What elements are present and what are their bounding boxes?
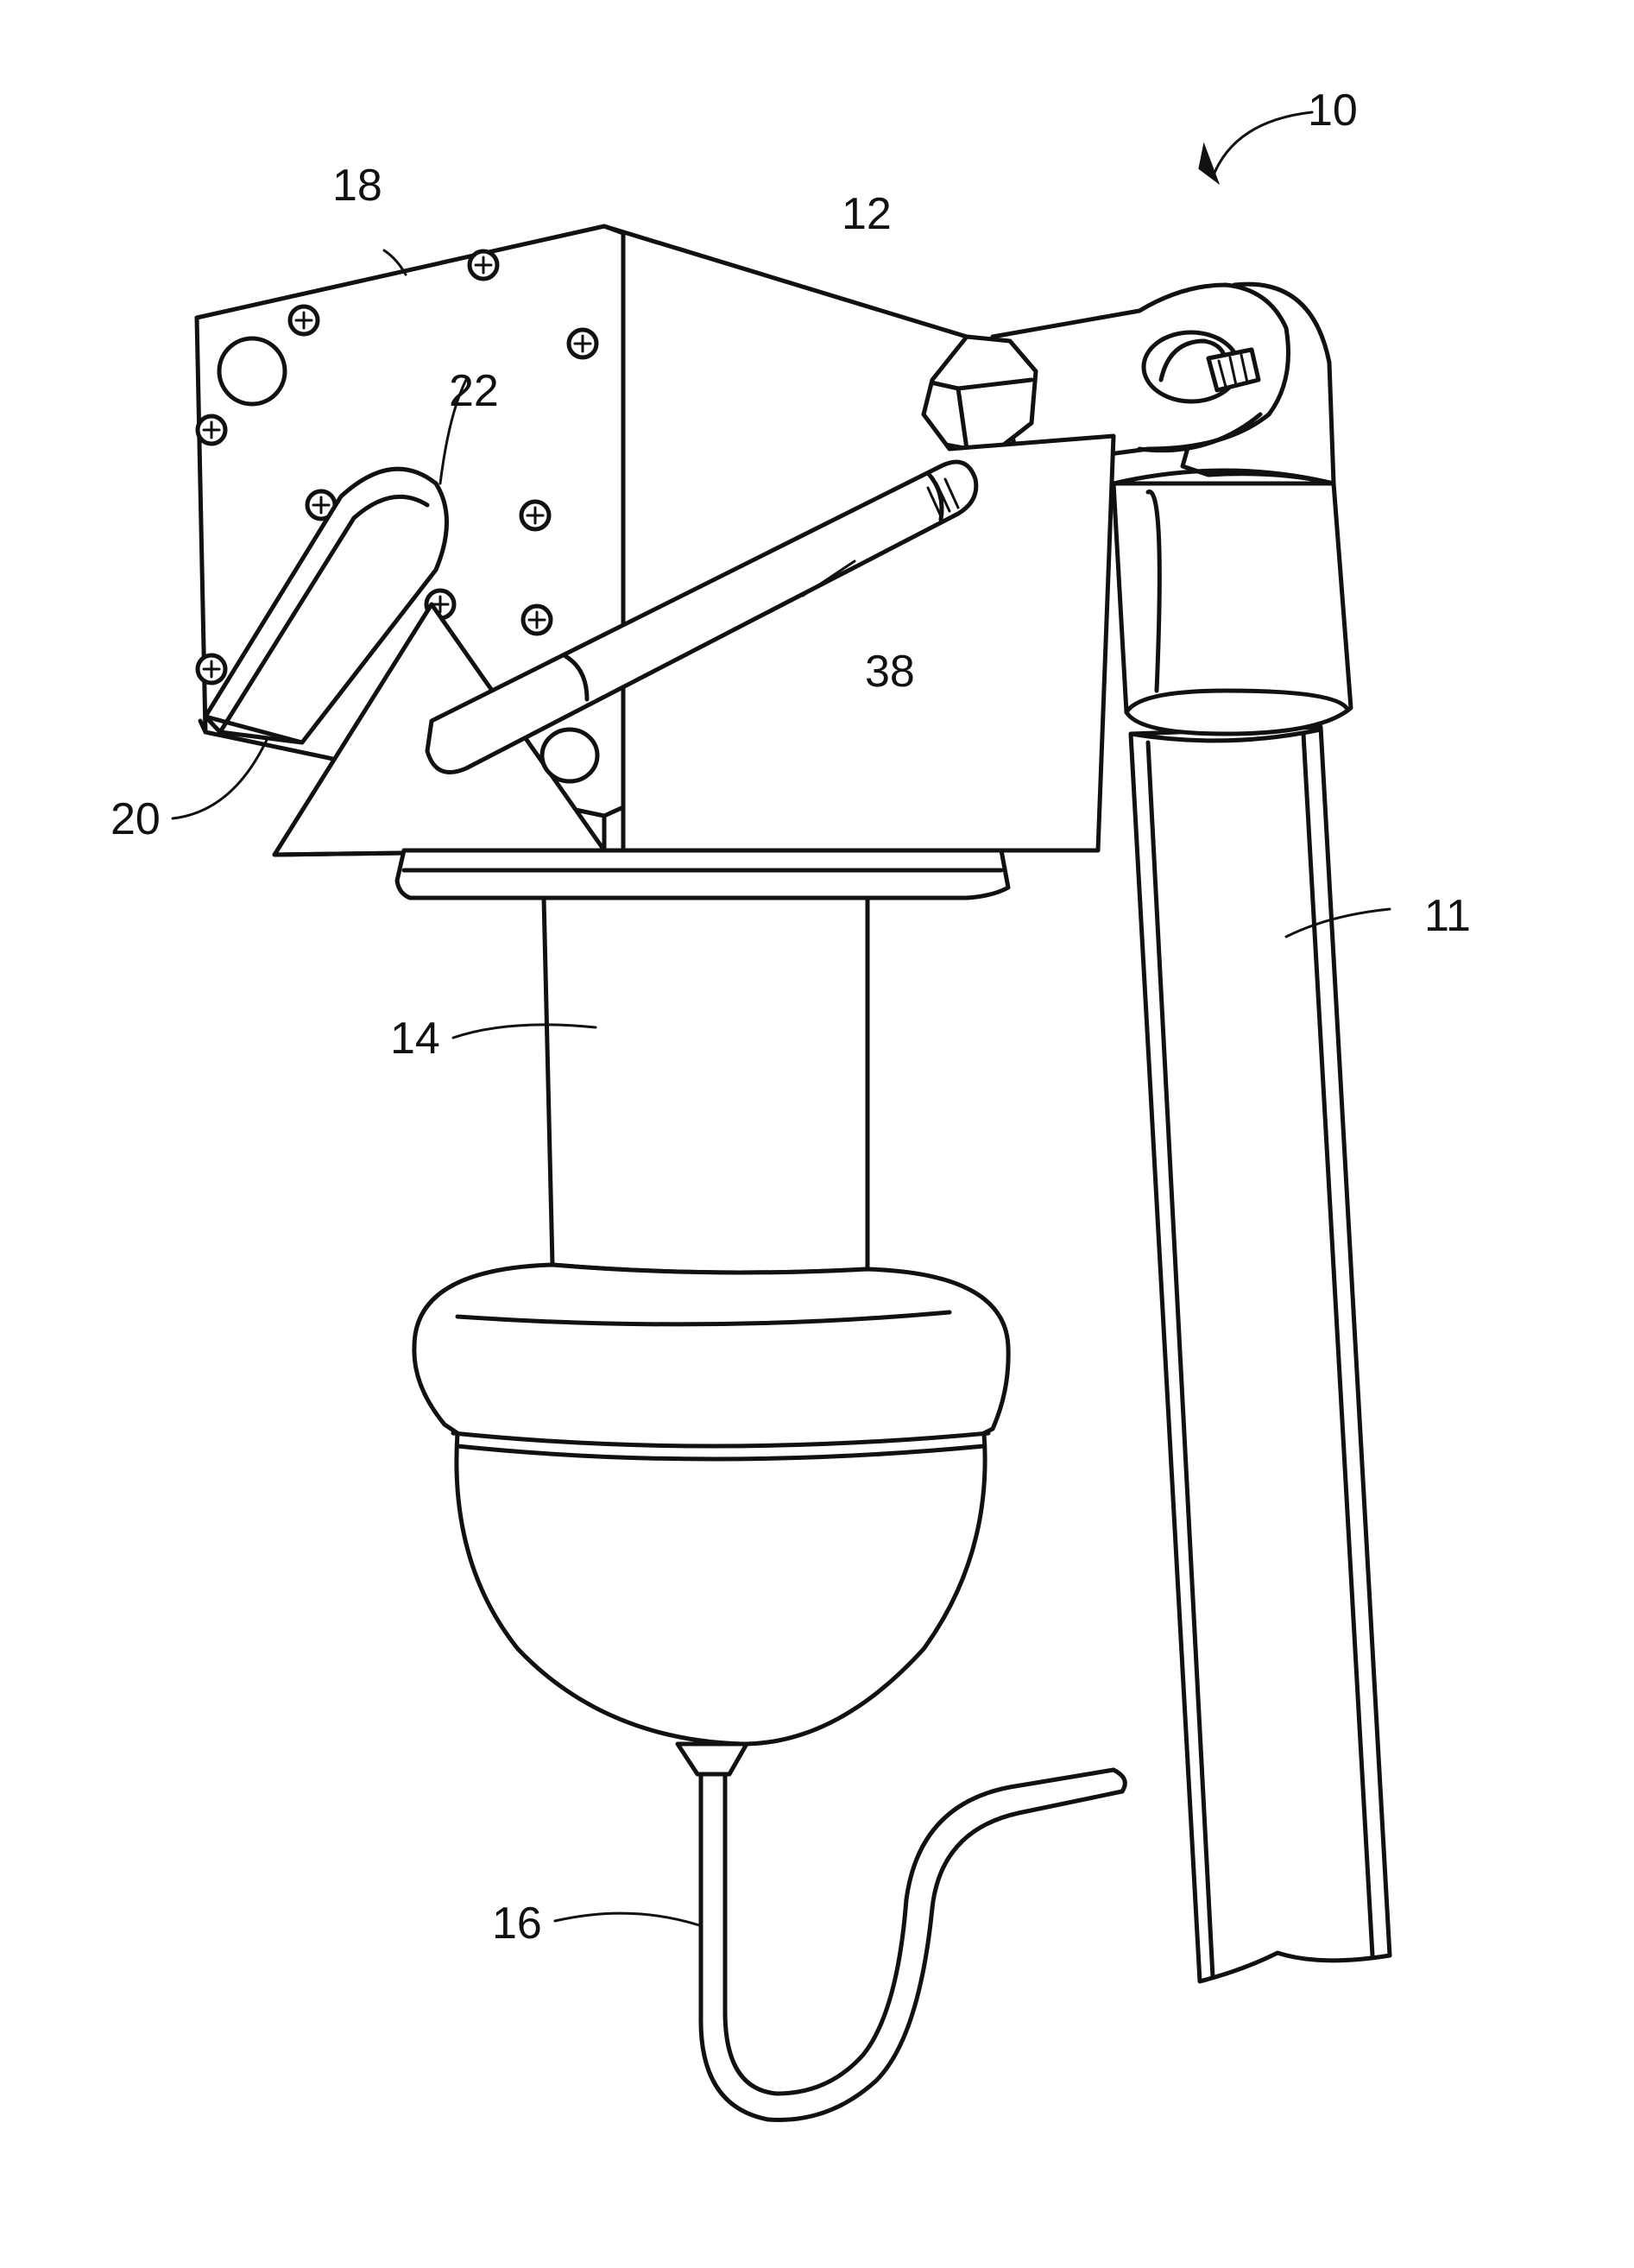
leader-20 <box>173 738 268 818</box>
arrow-head-10 <box>1200 147 1217 181</box>
leader-16 <box>555 1913 699 1925</box>
leader-10 <box>1213 112 1312 177</box>
bowl <box>414 1265 1008 1744</box>
base-plate <box>397 850 1008 898</box>
label-22: 22 <box>449 366 499 416</box>
label-18: 18 <box>332 161 382 211</box>
label-16: 16 <box>492 1898 542 1949</box>
label-12: 12 <box>842 189 892 239</box>
label-11: 11 <box>1424 891 1471 941</box>
label-14: 14 <box>390 1014 440 1064</box>
label-10: 10 <box>1308 85 1358 136</box>
cable <box>678 1744 1125 2120</box>
label-38: 38 <box>865 647 915 697</box>
leader-18 <box>384 250 406 275</box>
column <box>544 898 867 1273</box>
label-20: 20 <box>110 794 161 844</box>
